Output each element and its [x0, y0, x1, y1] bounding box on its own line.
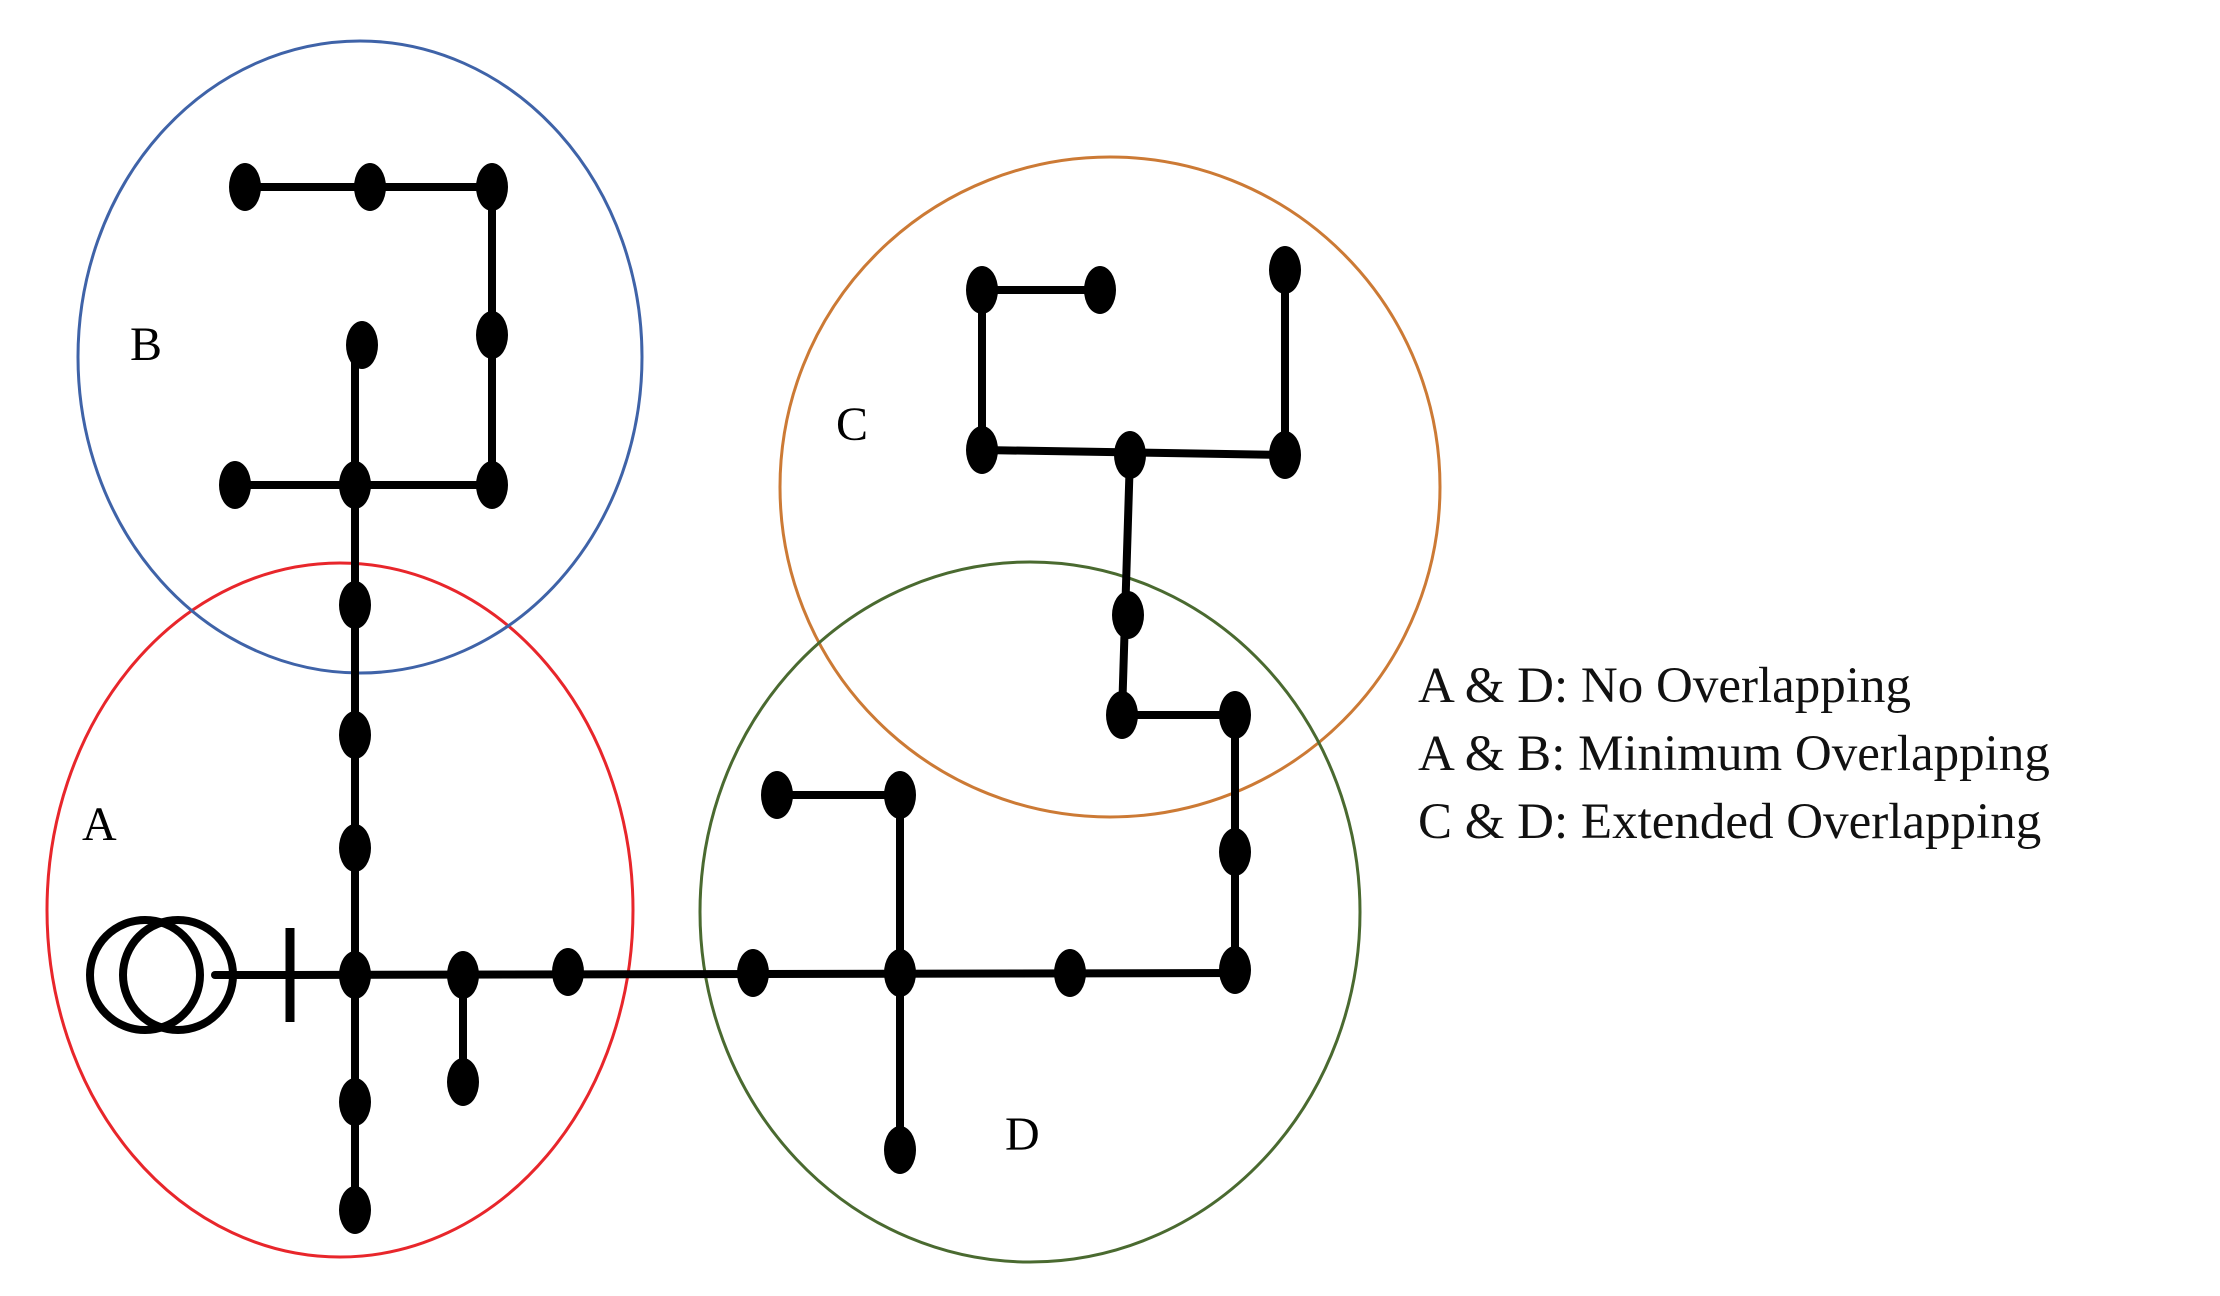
bus-node: [476, 461, 508, 509]
legend-item-extended-overlap: C & D: Extended Overlapping: [1418, 794, 2042, 850]
zone-c-circle: [778, 155, 1442, 819]
zone-a-label: A: [82, 798, 117, 851]
legend-item-minimum-overlap: A & B: Minimum Overlapping: [1418, 726, 2050, 782]
bus-node: [339, 1078, 371, 1126]
bus-node: [476, 163, 508, 211]
bus-node: [339, 461, 371, 509]
bus-nodes: [219, 163, 1301, 1234]
bus-node: [1106, 691, 1138, 739]
zone-b-circle: [76, 39, 644, 675]
feeder-line: [1118, 451, 1134, 719]
bus-node: [219, 461, 251, 509]
zone-c-label: C: [836, 398, 868, 451]
bus-node: [447, 1058, 479, 1106]
zone-d-circle: [698, 560, 1362, 1264]
bus-node: [339, 711, 371, 759]
overlap-legend: A & D: No Overlapping A & B: Minimum Ove…: [1418, 652, 2050, 856]
legend-item-no-overlap: A & D: No Overlapping: [1418, 658, 1911, 714]
bus-node: [966, 426, 998, 474]
bus-node: [1269, 246, 1301, 294]
bus-node: [229, 163, 261, 211]
bus-node: [1269, 431, 1301, 479]
bus-node: [884, 1126, 916, 1174]
bus-node: [1219, 828, 1251, 876]
bus-node: [1219, 691, 1251, 739]
bus-node: [1114, 431, 1146, 479]
bus-node: [339, 824, 371, 872]
bus-node: [737, 949, 769, 997]
zone-a-circle: [45, 561, 635, 1259]
bus-node: [346, 321, 378, 369]
bus-node: [966, 266, 998, 314]
bus-node: [761, 771, 793, 819]
bus-node: [1219, 946, 1251, 994]
bus-node: [552, 948, 584, 996]
bus-node: [884, 949, 916, 997]
bus-node: [339, 1186, 371, 1234]
bus-node: [1084, 266, 1116, 314]
bus-node: [339, 951, 371, 999]
bus-node: [884, 771, 916, 819]
bus-node: [447, 951, 479, 999]
bus-node: [1054, 949, 1086, 997]
zone-d-label: D: [1005, 1108, 1040, 1161]
bus-node: [354, 163, 386, 211]
bus-node: [339, 581, 371, 629]
bus-node: [1112, 591, 1144, 639]
zone-b-label: B: [130, 318, 162, 371]
bus-node: [476, 311, 508, 359]
transformer-source-icon: [86, 916, 237, 1034]
